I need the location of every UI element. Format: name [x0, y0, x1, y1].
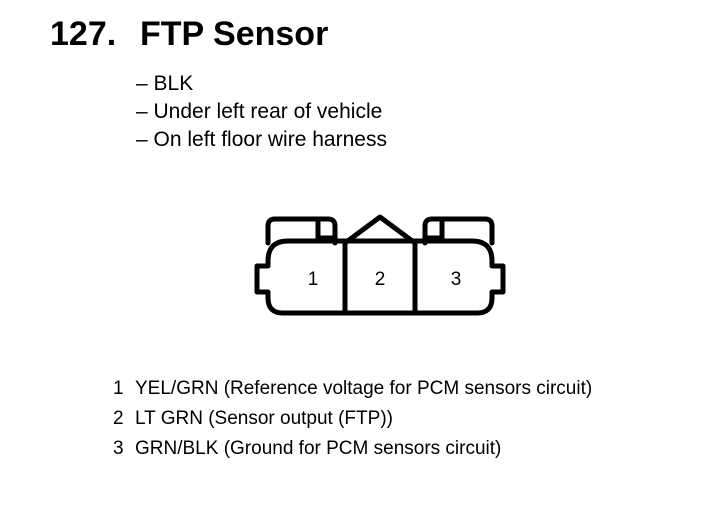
section-number: 127. — [50, 15, 117, 53]
note-color: – BLK — [136, 72, 194, 95]
pin-label-3: 3 — [451, 269, 462, 290]
note-harness: – On left floor wire harness — [136, 128, 387, 151]
pinout-row: 1 YEL/GRN (Reference voltage for PCM sens… — [113, 374, 592, 404]
section-title: FTP Sensor — [140, 15, 329, 53]
connector-left-tab-slot — [315, 219, 335, 241]
note-location: – Under left rear of vehicle — [136, 100, 383, 123]
pinout-description: YEL/GRN (Reference voltage for PCM senso… — [135, 378, 593, 399]
page-title: 127. FTP Sensor — [50, 14, 328, 54]
connector-left-tab — [265, 216, 338, 246]
pinout-pin-number: 1 — [113, 378, 124, 399]
pinout-description: GRN/BLK (Ground for PCM sensors circuit) — [135, 438, 502, 459]
connector-key — [342, 214, 418, 246]
connector-right-tab-slot — [425, 219, 445, 241]
pinout-description: LT GRN (Sensor output (FTP)) — [135, 408, 393, 429]
pinout-pin-number: 3 — [113, 438, 124, 459]
pin-label-1: 1 — [308, 269, 319, 290]
connector-right-tab — [422, 216, 495, 246]
pin-label-2: 2 — [375, 269, 386, 290]
pinout-row: 3 GRN/BLK (Ground for PCM sensors circuit… — [113, 434, 592, 464]
pinout-pin-number: 2 — [113, 408, 124, 429]
pinout-table: 1 YEL/GRN (Reference voltage for PCM sens… — [113, 374, 592, 464]
connector-housing — [254, 238, 506, 316]
pinout-row: 2 LT GRN (Sensor output (FTP)) — [113, 404, 592, 434]
connector-notes: – BLK – Under left rear of vehicle – On … — [136, 70, 387, 154]
